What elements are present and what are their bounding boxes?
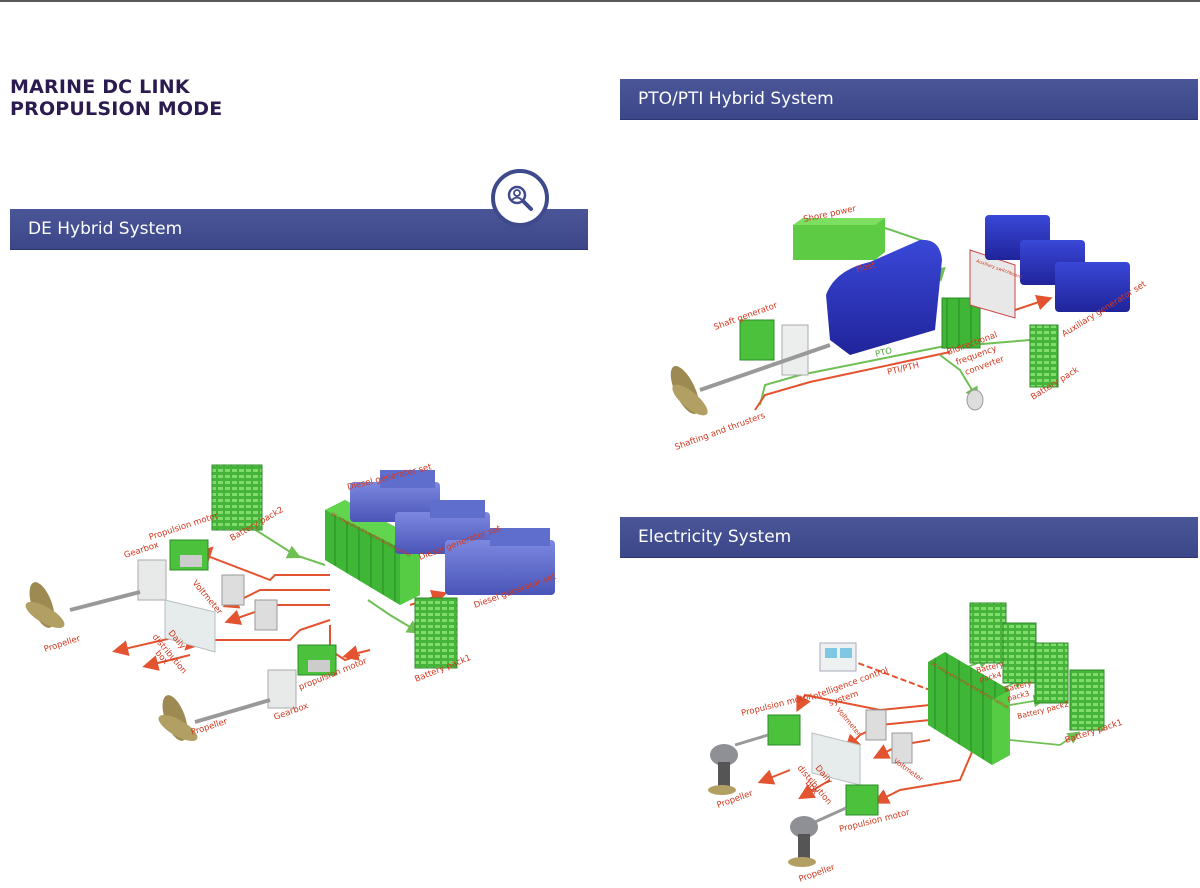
el-shaft-bottom bbox=[814, 806, 847, 824]
el-propulsion-motor-top bbox=[767, 714, 801, 746]
pto-shore-power bbox=[793, 218, 885, 260]
el-voltmeter-2 bbox=[891, 732, 913, 764]
el-voltmeter-1 bbox=[865, 709, 887, 741]
el-propeller-bottom bbox=[788, 816, 818, 867]
banner-pto-pti-title: PTO/PTI Hybrid System bbox=[638, 89, 834, 109]
top-border-line bbox=[0, 0, 1200, 2]
pto-propeller bbox=[670, 366, 708, 416]
de-signal-lines bbox=[239, 519, 422, 634]
page-title-line1: MARINE DC LINK bbox=[10, 76, 190, 98]
label-pto-pti-pth: PTI/PTH bbox=[886, 360, 920, 378]
pto-host-engine bbox=[826, 239, 942, 355]
el-battery-pack1 bbox=[1069, 669, 1105, 731]
page-title: MARINE DC LINK PROPULSION MODE bbox=[10, 76, 222, 120]
de-diesel-generator-3 bbox=[445, 528, 555, 595]
el-propulsion-motor-bottom bbox=[845, 784, 879, 816]
el-intelligence-control-system bbox=[819, 642, 857, 672]
de-gearbox-top bbox=[137, 559, 167, 601]
search-button[interactable] bbox=[491, 169, 549, 227]
de-propulsion-motor-top bbox=[169, 539, 209, 571]
el-dc-cabinet bbox=[928, 652, 1010, 765]
label-de-propulsion-motor-top: Propulsion motor bbox=[148, 511, 220, 543]
pto-shaft bbox=[699, 343, 831, 392]
label-el-voltmeter-1: Voltmeter bbox=[834, 706, 862, 737]
de-voltmeter-1 bbox=[221, 574, 245, 606]
banner-electricity-title: Electricity System bbox=[638, 527, 792, 547]
pto-battery-pack bbox=[1029, 324, 1059, 388]
banner-electricity: Electricity System bbox=[620, 517, 1198, 557]
el-battery-pack4 bbox=[969, 602, 1007, 664]
de-hybrid-diagram: Propulsion motor Gearbox Propeller Batte… bbox=[25, 462, 558, 741]
pto-auxiliary-generators bbox=[985, 215, 1130, 312]
label-de-gearbox-top: Gearbox bbox=[123, 540, 160, 561]
search-user-icon bbox=[507, 185, 533, 211]
pto-pti-diagram: Shore power Host Shaft generator PTO PTI… bbox=[670, 204, 1149, 453]
de-gearbox-bottom bbox=[267, 669, 297, 709]
de-daily-distribution-box bbox=[164, 599, 216, 653]
pto-shaft-generator bbox=[739, 319, 775, 361]
el-shaft-top bbox=[734, 733, 769, 747]
banner-de-hybrid-title: DE Hybrid System bbox=[28, 219, 183, 239]
label-de-propeller-top: Propeller bbox=[43, 634, 82, 655]
label-pto-pto: PTO bbox=[874, 346, 893, 360]
label-pto-shafting: Shafting and thrusters bbox=[674, 411, 767, 453]
label-pto-host: Host bbox=[855, 260, 877, 275]
banner-pto-pti: PTO/PTI Hybrid System bbox=[620, 79, 1198, 119]
de-propeller-bottom bbox=[158, 695, 198, 741]
el-battery-pack2 bbox=[1034, 642, 1069, 704]
pto-gearbox bbox=[781, 324, 809, 376]
el-battery-pack3 bbox=[1002, 622, 1037, 684]
electricity-diagram: intelligence control system Propulsion m… bbox=[708, 602, 1124, 885]
de-shaft-bottom bbox=[194, 698, 271, 724]
de-battery-pack2 bbox=[211, 464, 263, 531]
banner-de-hybrid: DE Hybrid System bbox=[10, 209, 588, 249]
de-voltmeter-2 bbox=[254, 599, 278, 631]
page-title-line2: PROPULSION MODE bbox=[10, 98, 223, 120]
de-propeller-top bbox=[25, 582, 65, 628]
el-power-lines bbox=[757, 659, 976, 804]
de-battery-pack1 bbox=[414, 597, 458, 669]
pto-thruster-motor bbox=[966, 389, 984, 411]
de-shaft-top bbox=[69, 590, 141, 612]
de-propulsion-motor-bottom bbox=[297, 644, 337, 676]
el-propeller-top bbox=[708, 744, 738, 795]
